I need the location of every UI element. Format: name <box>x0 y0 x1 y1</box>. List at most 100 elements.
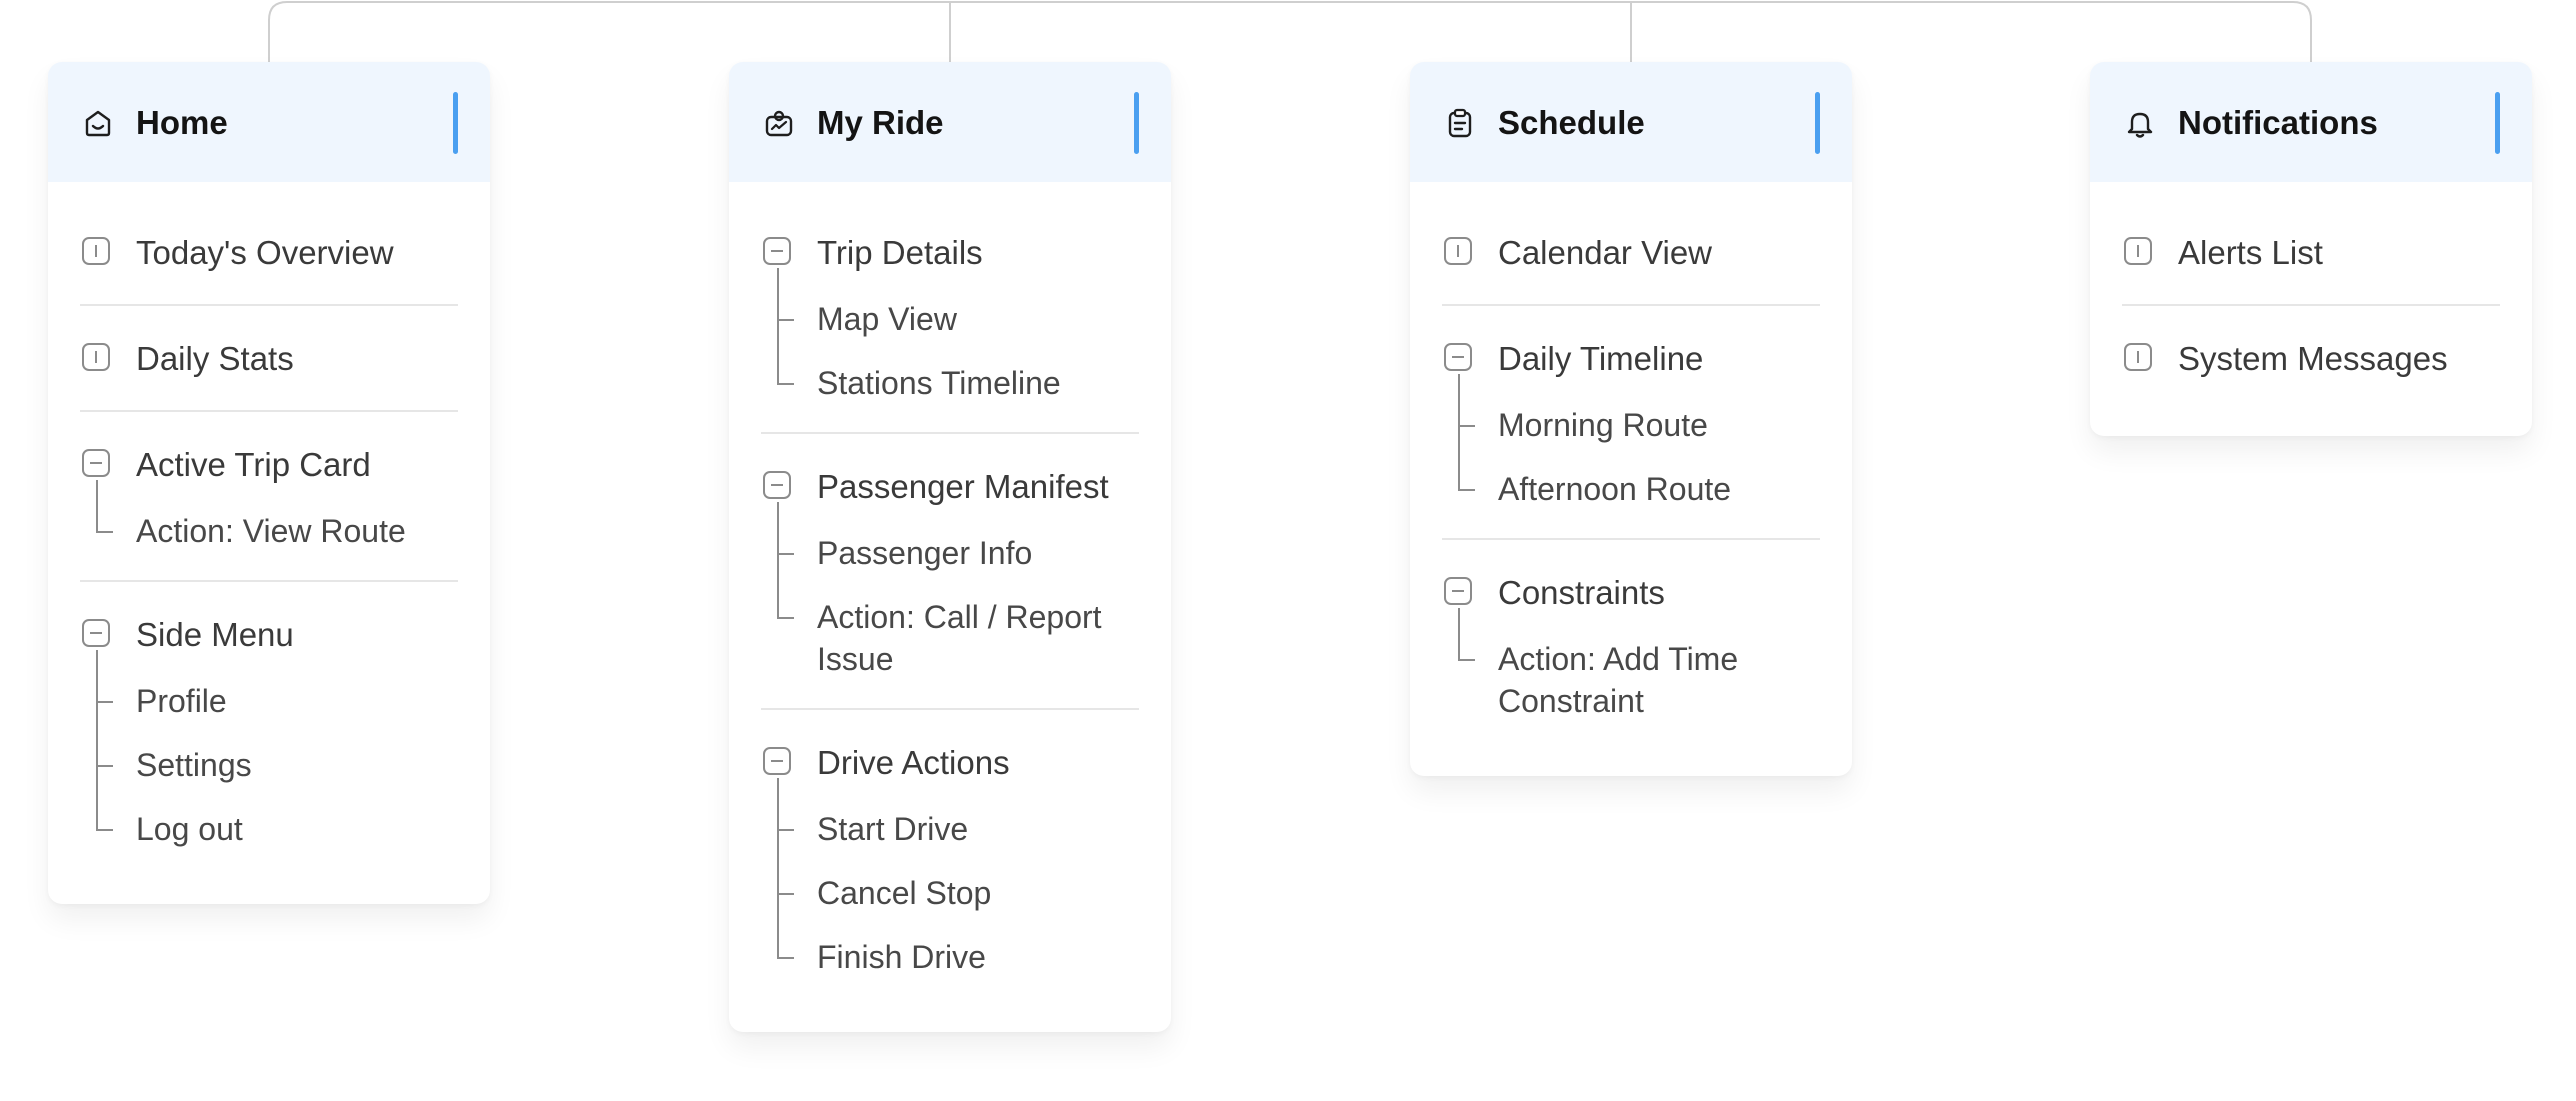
column-header[interactable]: My Ride <box>729 62 1171 182</box>
collapse-toggle-icon[interactable] <box>763 747 791 775</box>
child-item[interactable]: Profile <box>80 658 458 722</box>
section-row[interactable]: Drive Actions <box>761 740 1139 786</box>
collapse-toggle-icon[interactable] <box>1444 577 1472 605</box>
collapse-toggle-icon[interactable] <box>763 237 791 265</box>
child-item[interactable]: Action: View Route <box>80 488 458 552</box>
child-label: Action: Call / Report Issue <box>817 599 1102 677</box>
expand-toggle-icon[interactable] <box>2124 343 2152 371</box>
section-system-messages[interactable]: System Messages <box>2122 304 2500 410</box>
child-label: Morning Route <box>1498 407 1708 443</box>
expand-toggle-icon[interactable] <box>82 237 110 265</box>
bell-icon <box>2124 107 2156 139</box>
tree-connector-lines <box>268 1 2312 62</box>
section-row[interactable]: Active Trip Card <box>80 442 458 488</box>
column-header[interactable]: Schedule <box>1410 62 1852 182</box>
section-children: Action: Add Time Constraint <box>1442 608 1820 722</box>
tree-branch-line <box>777 268 779 384</box>
column-header[interactable]: Home <box>48 62 490 182</box>
section-label: Alerts List <box>2178 234 2323 271</box>
section-row[interactable]: Trip Details <box>761 230 1139 276</box>
collapse-toggle-icon[interactable] <box>82 619 110 647</box>
child-item[interactable]: Cancel Stop <box>761 850 1139 914</box>
section-row[interactable]: System Messages <box>2122 336 2500 382</box>
expand-toggle-icon[interactable] <box>2124 237 2152 265</box>
child-label: Log out <box>136 811 243 847</box>
child-item[interactable]: Action: Add Time Constraint <box>1442 616 1820 722</box>
child-label: Cancel Stop <box>817 875 992 911</box>
child-item[interactable]: Action: Call / Report Issue <box>761 574 1139 680</box>
expand-toggle-icon[interactable] <box>1444 237 1472 265</box>
tree-branch-line <box>1458 608 1460 660</box>
tree-branch-line <box>777 778 779 958</box>
tree-elbow-line <box>1458 425 1475 427</box>
child-label: Settings <box>136 747 252 783</box>
section-alerts-list[interactable]: Alerts List <box>2122 200 2500 304</box>
tree-elbow-line <box>1458 489 1475 491</box>
home-smile-icon <box>82 107 114 139</box>
collapse-toggle-icon[interactable] <box>1444 343 1472 371</box>
tree-branch-line <box>96 650 98 830</box>
child-item[interactable]: Start Drive <box>761 786 1139 850</box>
child-label: Profile <box>136 683 227 719</box>
accent-bar <box>1134 92 1139 154</box>
child-label: Passenger Info <box>817 535 1033 571</box>
section-row[interactable]: Daily Timeline <box>1442 336 1820 382</box>
section-row[interactable]: Constraints <box>1442 570 1820 616</box>
section-calendar-view[interactable]: Calendar View <box>1442 200 1820 304</box>
child-item[interactable]: Map View <box>761 276 1139 340</box>
section-label: Drive Actions <box>817 744 1010 781</box>
tree-elbow-line <box>777 319 794 321</box>
accent-bar <box>2495 92 2500 154</box>
collapse-toggle-icon[interactable] <box>82 449 110 477</box>
collapse-toggle-icon[interactable] <box>763 471 791 499</box>
section-label: Passenger Manifest <box>817 468 1109 505</box>
tree-elbow-line <box>777 893 794 895</box>
section-row[interactable]: Side Menu <box>80 612 458 658</box>
section-row[interactable]: Today's Overview <box>80 230 458 276</box>
column-title: My Ride <box>817 104 944 141</box>
section-row[interactable]: Passenger Manifest <box>761 464 1139 510</box>
section-label: Today's Overview <box>136 234 394 271</box>
section-row[interactable]: Calendar View <box>1442 230 1820 276</box>
tree-elbow-line <box>96 765 113 767</box>
child-label: Action: View Route <box>136 513 406 549</box>
tree-elbow-line <box>777 829 794 831</box>
child-item[interactable]: Passenger Info <box>761 510 1139 574</box>
expand-toggle-icon[interactable] <box>82 343 110 371</box>
child-label: Finish Drive <box>817 939 986 975</box>
tree-elbow-line <box>777 383 794 385</box>
tree-elbow-line <box>1458 659 1475 661</box>
column-title: Notifications <box>2178 104 2378 141</box>
child-item[interactable]: Settings <box>80 722 458 786</box>
accent-bar <box>453 92 458 154</box>
child-item[interactable]: Morning Route <box>1442 382 1820 446</box>
column-header[interactable]: Notifications <box>2090 62 2532 182</box>
section-daily-stats[interactable]: Daily Stats <box>80 304 458 410</box>
clipboard-icon <box>1444 107 1476 139</box>
section-row[interactable]: Alerts List <box>2122 230 2500 276</box>
section-label: Constraints <box>1498 574 1665 611</box>
section-today-s-overview[interactable]: Today's Overview <box>80 200 458 304</box>
child-item[interactable]: Stations Timeline <box>761 340 1139 404</box>
section-row[interactable]: Daily Stats <box>80 336 458 382</box>
child-item[interactable]: Log out <box>80 786 458 850</box>
tree-elbow-line <box>777 617 794 619</box>
child-item[interactable]: Afternoon Route <box>1442 446 1820 510</box>
tree-elbow-line <box>777 957 794 959</box>
tree-branch-line <box>777 502 779 618</box>
child-item[interactable]: Finish Drive <box>761 914 1139 978</box>
